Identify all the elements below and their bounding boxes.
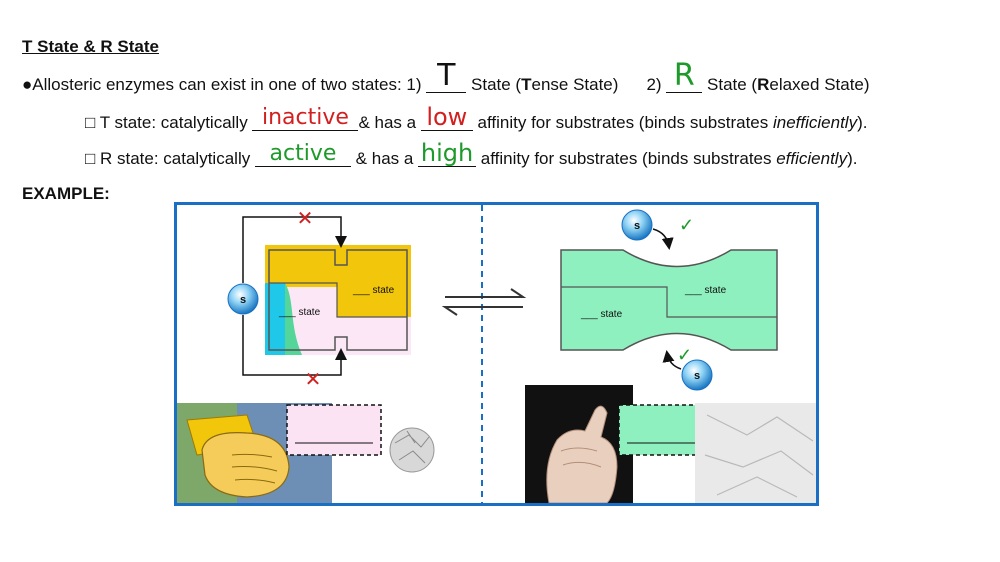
right-state-label-bottom: ___ state (580, 309, 623, 320)
checkbox-bullet: □ (85, 113, 100, 132)
example-label: EXAMPLE: (22, 184, 110, 203)
r-enzyme-body (560, 249, 778, 351)
r-state-text: State ( (702, 75, 758, 94)
substrate-top-icon (621, 209, 653, 241)
enzyme-green-region (285, 283, 302, 355)
blank-low: low (420, 105, 473, 131)
relaxed-hand-picture (525, 385, 633, 503)
enzyme-cyan-region (265, 283, 285, 355)
blank-active: active (254, 143, 351, 167)
substrate-top-label: s (634, 220, 640, 232)
intro-text: ●Allosteric enzymes can exist in one of … (22, 75, 427, 94)
handwritten-low: low (426, 103, 468, 131)
r-state-rest: elaxed State) (769, 75, 870, 94)
handwritten-r: R (673, 58, 695, 93)
clenched-fist-picture (177, 403, 332, 503)
t-end: ). (857, 113, 868, 132)
lower-path-arrow (242, 315, 347, 376)
t-state-rest: ense State) (531, 75, 619, 94)
t-answer-box (286, 404, 382, 456)
handwritten-t: T (437, 58, 456, 93)
substrate-bottom-label: s (694, 370, 700, 382)
substrate-left-label: s (240, 294, 246, 306)
upper-cross-icon: ✕ (297, 208, 314, 230)
blank-2: R (666, 61, 703, 93)
item-2-number: 2) (646, 75, 667, 94)
r-affinity-text: affinity for substrates (binds substrate… (476, 149, 777, 168)
enzyme-yellow-region (265, 245, 411, 355)
bottom-check-icon: ✓ (677, 345, 692, 365)
t-has-text: & has a (358, 113, 421, 132)
r-state-line: □ R state: catalytically active & has a … (85, 141, 858, 169)
r-end: ). (847, 149, 858, 168)
equilibrium-arrows-icon (441, 288, 527, 316)
r-has-text: & has a (350, 149, 419, 168)
left-state-label-bottom: ___ state (278, 307, 321, 318)
handwritten-inactive: inactive (261, 105, 349, 130)
diagram-svg: ___ state ___ state ✕ ✕ s ___ state ___ … (177, 205, 816, 503)
substrate-left-icon (227, 283, 259, 315)
substrate-bottom-icon (681, 359, 713, 391)
t-state-label: T state: catalytically (99, 113, 253, 132)
flattened-paper-picture (695, 403, 816, 503)
handwritten-high: high (420, 139, 474, 167)
r-state-label: R state: catalytically (100, 149, 255, 168)
left-state-label-top: ___ state (352, 285, 395, 296)
blank-1: T (426, 61, 467, 93)
blank-high: high (418, 141, 477, 167)
t-emphasis: inefficiently (772, 113, 858, 132)
top-check-icon: ✓ (679, 215, 694, 235)
lower-cross-icon: ✕ (305, 369, 322, 391)
r-emphasis: efficiently (776, 149, 848, 168)
t-bold: T (521, 75, 532, 94)
checkbox-bullet: □ (85, 149, 100, 168)
example-diagram: ___ state ___ state ✕ ✕ s ___ state ___ … (174, 202, 819, 506)
upper-path-arrow (242, 216, 347, 283)
blank-inactive: inactive (252, 107, 359, 131)
r-bold: R (757, 75, 770, 94)
t-state-line: □ T state: catalytically inactive & has a… (85, 105, 868, 133)
handwritten-active: active (269, 141, 337, 166)
crumpled-paper-ball-picture (389, 427, 435, 473)
states-intro-line: ●Allosteric enzymes can exist in one of … (22, 61, 870, 95)
page-title: T State & R State (22, 37, 159, 56)
t-state-text: State ( (466, 75, 522, 94)
t-affinity-text: affinity for substrates (binds substrate… (472, 113, 773, 132)
t-state-enzyme: ___ state ___ state (265, 245, 411, 355)
right-state-label-top: ___ state (684, 285, 727, 296)
r-state-enzyme: ___ state ___ state (560, 249, 778, 351)
